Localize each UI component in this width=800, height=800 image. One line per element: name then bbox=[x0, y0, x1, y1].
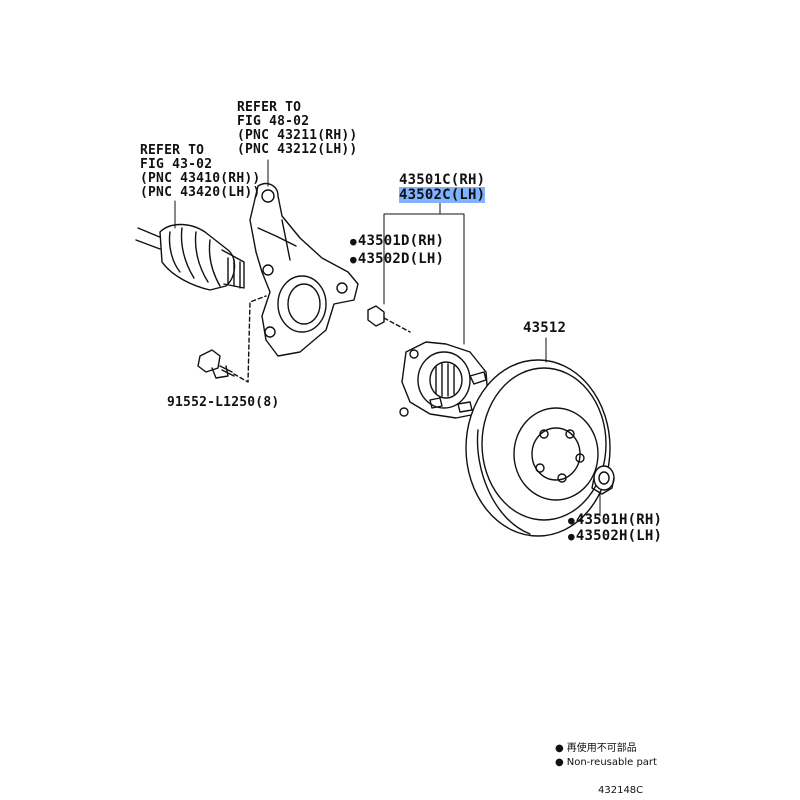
lock-nut bbox=[591, 465, 615, 495]
shaft-ref-line4: (PNC 43420(LH)) bbox=[140, 185, 261, 200]
steering-knuckle bbox=[249, 182, 359, 357]
nut-lh[interactable]: 43502H(LH) bbox=[568, 529, 662, 544]
legend: ●再使用不可部品 ●Non-reusable part bbox=[555, 739, 657, 768]
shaft-ref-line2: FIG 43-02 bbox=[140, 157, 213, 172]
figure-code: 432148C bbox=[598, 785, 644, 796]
hub-assembly-rh[interactable]: 43501C(RH) bbox=[399, 172, 486, 188]
legend-en-row: ●Non-reusable part bbox=[555, 757, 657, 768]
knuckle-ref-line3: (PNC 43211(RH)) bbox=[237, 128, 358, 143]
hub-assembly-lh[interactable]: 43502C(LH) bbox=[399, 187, 486, 203]
hub-bolt-rh[interactable]: 43501D(RH) bbox=[350, 234, 444, 249]
knuckle-ref-line4: (PNC 43212(LH)) bbox=[237, 142, 358, 157]
legend-en: Non-reusable part bbox=[566, 757, 657, 768]
shaft-ref-line3: (PNC 43410(RH)) bbox=[140, 171, 261, 186]
hub-bolt bbox=[367, 305, 411, 333]
brake-rotor bbox=[465, 359, 611, 537]
bullet-icon: ● bbox=[555, 757, 564, 768]
legend-jp: 再使用不可部品 bbox=[566, 743, 637, 754]
knuckle-bolt bbox=[197, 295, 267, 383]
drive-shaft bbox=[135, 223, 245, 291]
knuckle-ref-line2: FIG 48-02 bbox=[237, 114, 310, 129]
knuckle-ref-line1: REFER TO bbox=[237, 100, 302, 115]
leader-lines bbox=[174, 159, 601, 517]
shaft-ref-line1: REFER TO bbox=[140, 143, 205, 158]
hub-bolt-label: 43501D(RH) 43502D(LH) bbox=[350, 234, 444, 267]
hub-assembly-label: 43501C(RH) 43502C(LH) bbox=[399, 172, 486, 203]
nut-label: 43501H(RH) 43502H(LH) bbox=[568, 513, 662, 544]
knuckle-bolt-label[interactable]: 91552-L1250(8) bbox=[167, 395, 280, 410]
knuckle-reference: REFER TO FIG 48-02 (PNC 43211(RH)) (PNC … bbox=[237, 101, 357, 157]
legend-jp-row: ●再使用不可部品 bbox=[555, 739, 657, 754]
nut-rh[interactable]: 43501H(RH) bbox=[568, 513, 662, 528]
rotor-label[interactable]: 43512 bbox=[523, 320, 567, 336]
hub-bearing bbox=[399, 341, 489, 419]
bullet-icon: ● bbox=[555, 743, 564, 754]
hub-bolt-lh[interactable]: 43502D(LH) bbox=[350, 252, 444, 267]
shaft-reference: REFER TO FIG 43-02 (PNC 43410(RH)) (PNC … bbox=[140, 144, 260, 200]
